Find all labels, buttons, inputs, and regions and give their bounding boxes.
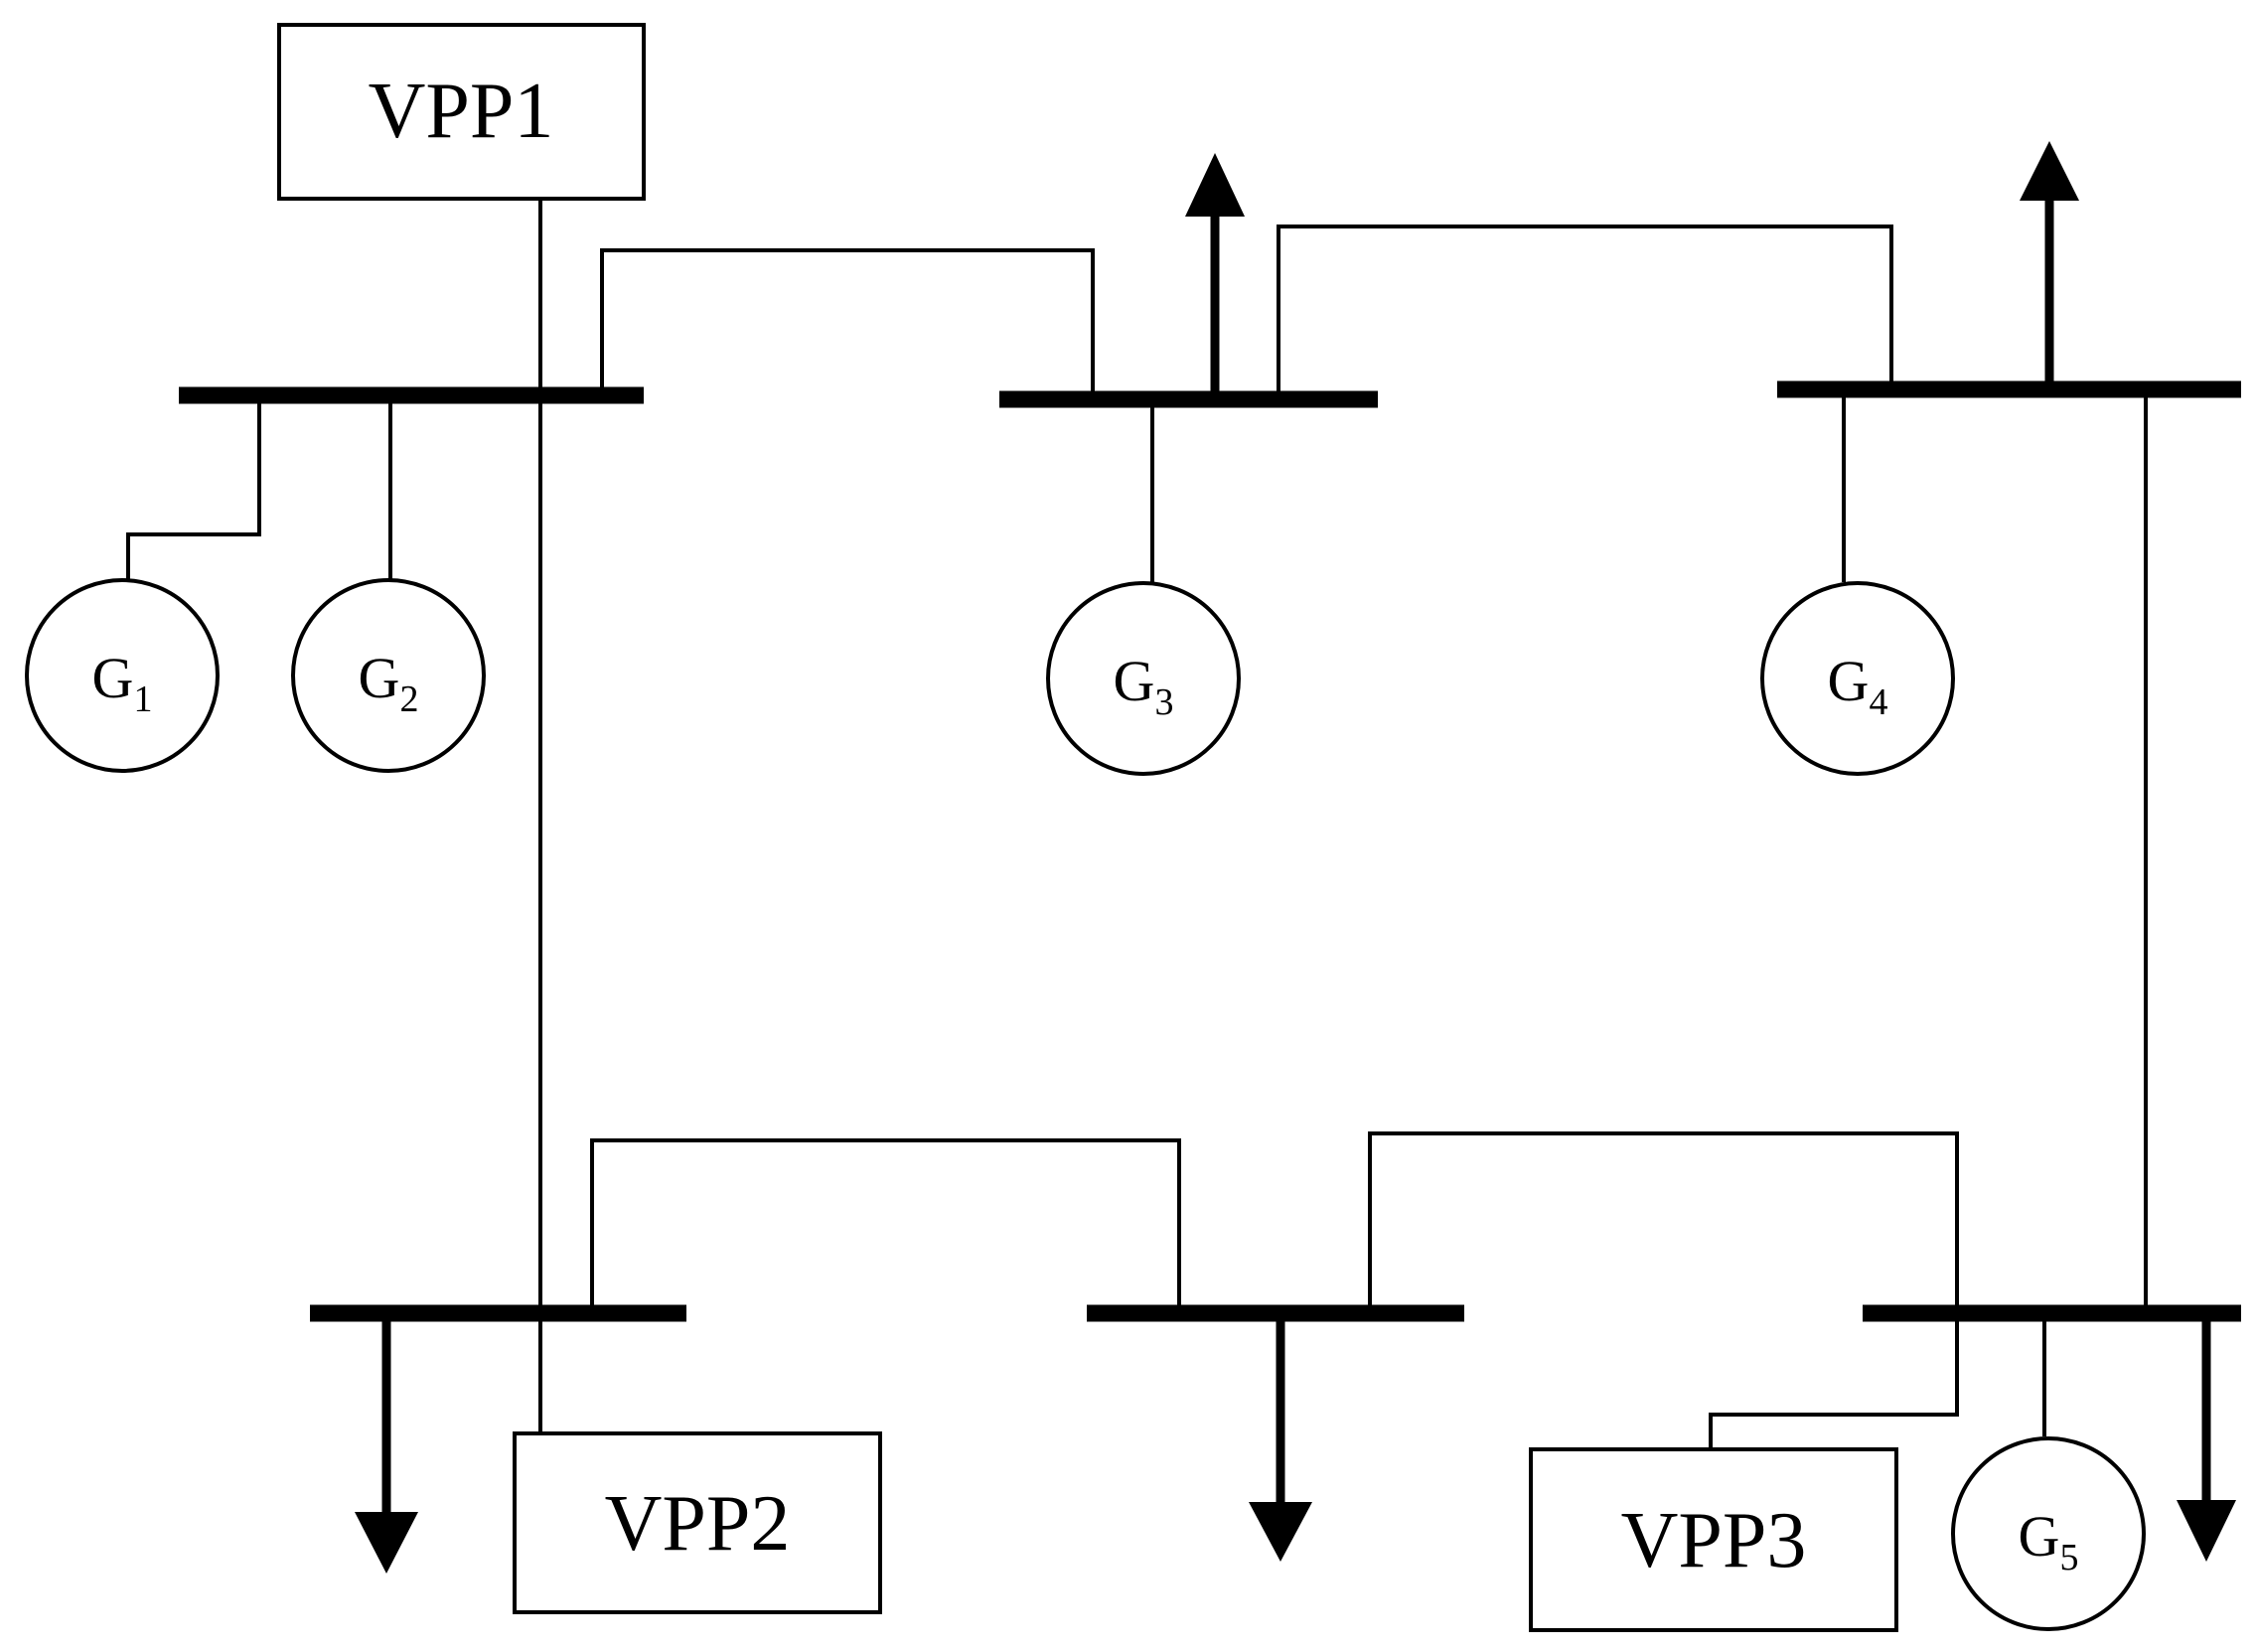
arrow-up-bus3 <box>2020 141 2079 389</box>
g4-subscript: 4 <box>1869 681 1887 723</box>
vpp3-label: VPP3 <box>1621 1497 1807 1584</box>
line-bus5-bus6 <box>1368 1131 1959 1313</box>
svg-text:G2: G2 <box>359 646 419 720</box>
line-bus4-bus5 <box>590 1138 1181 1313</box>
arrow-up-bus2 <box>1185 153 1245 399</box>
g4-letter: G <box>1828 649 1870 713</box>
line-bus1-bus2 <box>600 248 1095 399</box>
line-bus1-g1 <box>126 395 261 581</box>
generator-g5: G5 <box>1951 1436 2146 1631</box>
busbars <box>179 380 2241 1322</box>
vpp1-box: VPP1 <box>277 23 646 201</box>
svg-text:G4: G4 <box>1828 649 1888 723</box>
vpp3-box: VPP3 <box>1529 1447 1898 1632</box>
line-bus2-bus3 <box>1277 225 1893 399</box>
svg-text:G3: G3 <box>1114 649 1174 723</box>
g5-subscript: 5 <box>2059 1537 2078 1578</box>
svg-text:G1: G1 <box>92 646 153 720</box>
g1-letter: G <box>92 646 134 710</box>
vpp1-label: VPP1 <box>369 68 554 155</box>
load-arrows <box>355 141 2236 1574</box>
vpp2-box: VPP2 <box>513 1431 882 1614</box>
arrow-down-bus4 <box>355 1313 418 1574</box>
vpp2-label: VPP2 <box>605 1480 791 1568</box>
svg-text:G5: G5 <box>2019 1504 2079 1578</box>
g2-letter: G <box>359 646 400 710</box>
generator-g3: G3 <box>1046 581 1241 776</box>
g5-letter: G <box>2019 1504 2060 1569</box>
g2-subscript: 2 <box>399 678 418 720</box>
generator-g2: G2 <box>291 578 486 773</box>
g1-subscript: 1 <box>133 678 152 720</box>
arrow-down-bus5 <box>1249 1313 1312 1562</box>
arrow-down-bus6 <box>2177 1313 2236 1562</box>
g3-subscript: 3 <box>1154 681 1173 723</box>
generator-g4: G4 <box>1760 581 1955 776</box>
line-bus6-vpp3 <box>1709 1313 1959 1449</box>
generator-g1: G1 <box>25 578 220 773</box>
g3-letter: G <box>1114 649 1155 713</box>
connection-lines <box>126 199 2148 1449</box>
